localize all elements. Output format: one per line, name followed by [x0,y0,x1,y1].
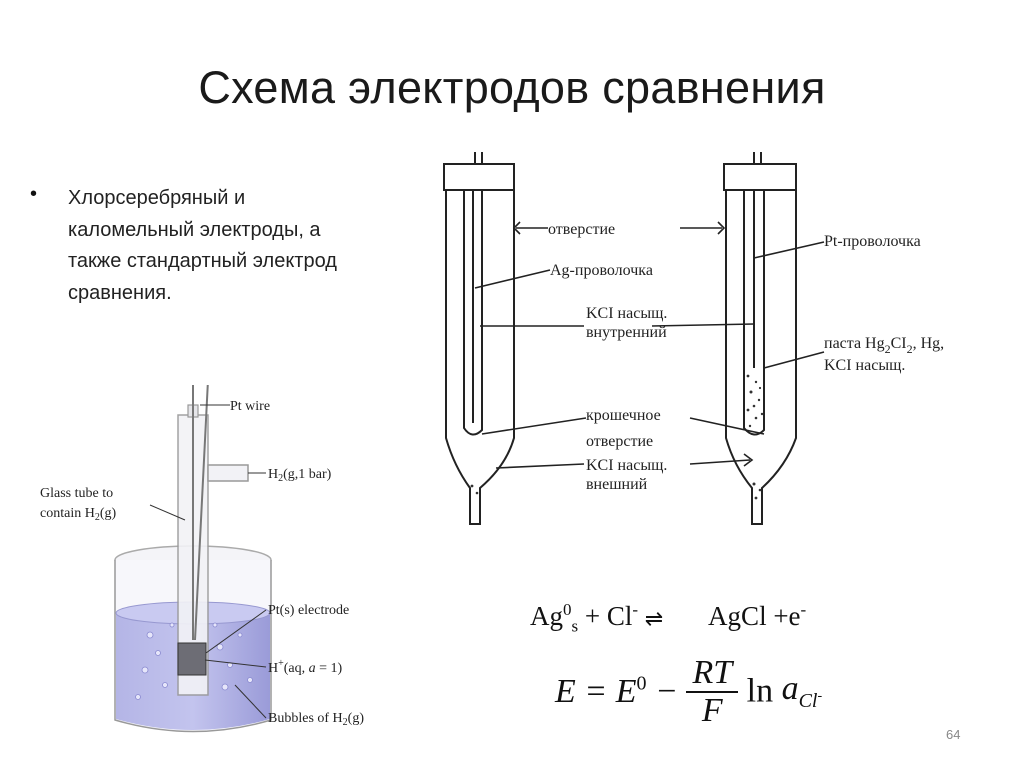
slide-title: Схема электродов сравнения [198,62,826,113]
reference-electrodes-figure: отверстие Ag-проволочка KCI насыщ. внутр… [443,152,944,525]
label-pt-wire-ru: Pt-проволочка [824,233,921,250]
label-kcl-outer-2: внешний [586,476,648,493]
she-figure: Pt wire H2(g,1 bar) Glass tube to contai… [40,385,364,733]
label-paste-1: паста Hg2CI2, Hg, [824,335,944,356]
pt-electrode-plate [177,642,207,676]
label-pt-electrode: Pt(s) electrode [268,603,349,618]
label-otverstie: отверстие [548,221,615,238]
label-pt-wire: Pt wire [230,399,270,414]
nernst-equation: E = E0 − RT F ln aCl- [555,654,823,729]
page-number: 64 [946,727,961,742]
label-paste-2: KCI насыщ. [824,357,905,374]
label-tiny-hole-1: крошечное [586,407,661,424]
label-h2-gas: H2(g,1 bar) [268,467,332,484]
label-contain-h2: contain H2(g) [40,506,116,523]
label-kcl-outer-1: KCI насыщ. [586,457,667,474]
label-glass-tube: Glass tube to [40,486,113,501]
label-kcl-inner-1: KCI насыщ. [586,305,667,322]
bullet-marker: • [30,183,38,205]
label-leaders [149,404,267,719]
label-bubbles: Bubbles of H2(g) [268,711,364,728]
reaction-equation: Ag0s + Cl- ⇌ AgCl +e- [530,600,807,636]
label-h-plus: H+(aq, a = 1) [268,658,343,676]
bullet-text: Хлорсеребряный и каломельный электроды, … [68,187,337,304]
label-ag-wire: Ag-проволочка [550,262,653,279]
silver-chloride-electrode [443,152,515,525]
calomel-paste [470,374,764,500]
label-kcl-inner-2: внутренний [586,324,667,341]
label-arrows [474,221,825,469]
calomel-electrode [723,152,797,525]
label-tiny-hole-2: отверстие [586,433,653,450]
